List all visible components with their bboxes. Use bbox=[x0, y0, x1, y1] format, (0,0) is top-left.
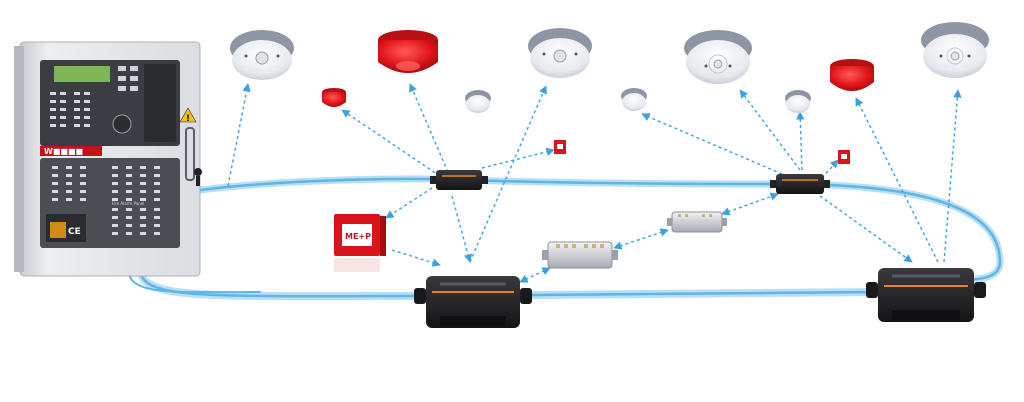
panel-caption: Fire Alarm Panel bbox=[112, 201, 144, 206]
smoke-detector-icon bbox=[921, 22, 989, 78]
loop-module-icon bbox=[770, 174, 830, 194]
panel-brand: W■■■■ bbox=[44, 147, 83, 156]
loop-module-icon bbox=[866, 268, 986, 322]
manual-call-point-icon bbox=[554, 140, 566, 154]
sounder-icon bbox=[378, 30, 438, 73]
loop-module-icon bbox=[414, 276, 532, 328]
smoke-detector-icon bbox=[465, 90, 491, 113]
smoke-detector-icon bbox=[230, 30, 294, 80]
panel-handle bbox=[185, 127, 195, 181]
smoke-detector-icon bbox=[684, 30, 752, 84]
loop-cables bbox=[127, 175, 1004, 301]
ce-mark: CE bbox=[68, 227, 81, 237]
isolator-icon bbox=[542, 241, 618, 269]
manual-call-point-icon bbox=[838, 150, 850, 164]
fire-alarm-panel-icon: W■■■■ CE Fire Alarm Panel ! bbox=[14, 41, 202, 277]
call-point-label: ME+P bbox=[345, 232, 371, 241]
smoke-detector-icon bbox=[528, 28, 592, 78]
sounder-icon bbox=[322, 88, 346, 107]
warning-icon: ! bbox=[186, 114, 190, 124]
sounder-icon bbox=[830, 59, 874, 91]
loop-module-icon bbox=[430, 170, 488, 190]
link-arrows bbox=[227, 83, 962, 283]
isolator-icon bbox=[667, 211, 727, 233]
panel-brand-strip bbox=[40, 146, 102, 156]
lcd-screen bbox=[54, 66, 110, 82]
manual-call-point-icon: ME+P bbox=[334, 214, 386, 272]
smoke-detector-icon bbox=[785, 90, 811, 113]
smoke-detector-icon bbox=[621, 88, 647, 111]
